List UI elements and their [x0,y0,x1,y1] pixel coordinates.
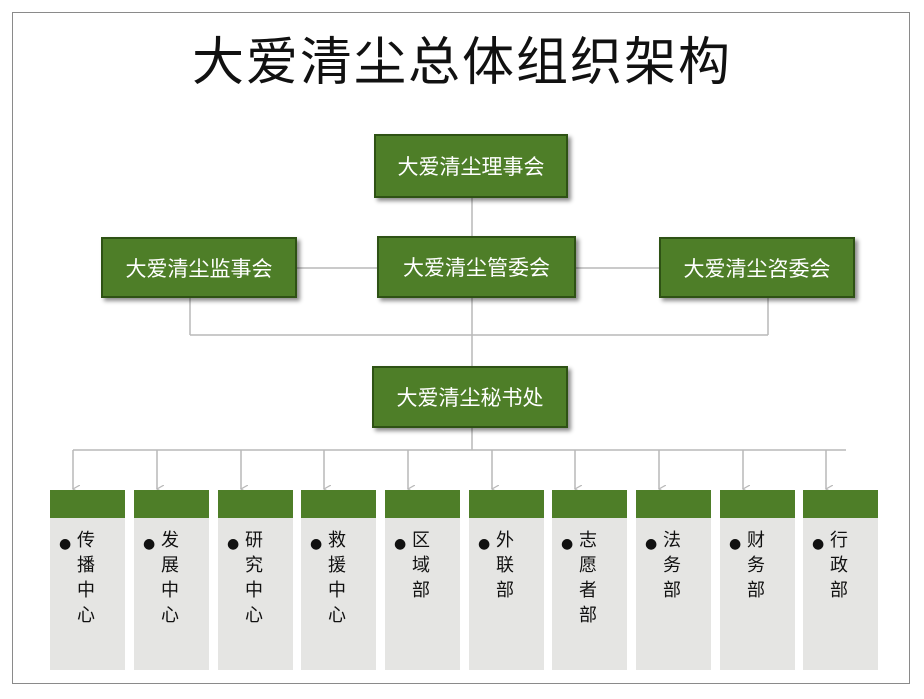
department-card-body: ● 救 援 中 心 [301,518,376,670]
department-card: ● 志 愿 者 部 [552,490,627,670]
department-card: ● 行 政 部 [803,490,878,670]
department-card-header [385,490,460,518]
advisory-box: 大爱清尘咨委会 [659,237,855,298]
supervisory-label: 大爱清尘监事会 [125,256,273,281]
department-card: ● 财 务 部 [720,490,795,670]
department-card-body: ● 研 究 中 心 [218,518,293,670]
secretariat-label: 大爱清尘秘书处 [396,386,544,410]
department-card-header [218,490,293,518]
diagram-title: 大爱清尘总体组织架构 [191,33,732,93]
bullet-icon: ● [645,536,658,552]
department-card-header [469,490,544,518]
department-card: ● 法 务 部 [636,490,711,670]
department-card-body: ● 区 域 部 [385,518,460,670]
bullet-icon: ● [812,536,825,552]
department-card-header [803,490,878,518]
slide-frame [12,12,910,684]
department-card-header [50,490,125,518]
department-label: 行 政 部 [830,530,848,601]
department-label: 外 联 部 [496,530,514,601]
department-label: 区 域 部 [412,530,430,601]
department-card: ● 外 联 部 [469,490,544,670]
department-card: ● 发 展 中 心 [134,490,209,670]
bullet-icon: ● [394,536,407,552]
council-box: 大爱清尘理事会 [374,134,568,198]
department-card-header [134,490,209,518]
bullet-icon: ● [729,536,742,552]
department-card-header [301,490,376,518]
supervisory-box: 大爱清尘监事会 [101,237,297,298]
secretariat-box: 大爱清尘秘书处 [372,366,568,428]
department-label: 财 务 部 [747,530,765,601]
council-label: 大爱清尘理事会 [397,155,545,179]
department-label: 研 究 中 心 [245,530,263,626]
department-card-body: ● 发 展 中 心 [134,518,209,670]
advisory-label: 大爱清尘咨委会 [683,256,831,281]
department-card: ● 救 援 中 心 [301,490,376,670]
department-card-header [636,490,711,518]
bullet-icon: ● [143,536,156,552]
bullet-icon: ● [227,536,240,552]
department-card: ● 传 播 中 心 [50,490,125,670]
bullet-icon: ● [310,536,323,552]
department-card-header [720,490,795,518]
bullet-icon: ● [59,536,72,552]
department-label: 传 播 中 心 [77,530,95,626]
department-label: 法 务 部 [663,530,681,601]
department-card: ● 区 域 部 [385,490,460,670]
department-card: ● 研 究 中 心 [218,490,293,670]
department-card-header [552,490,627,518]
department-label: 发 展 中 心 [161,530,179,626]
department-card-body: ● 志 愿 者 部 [552,518,627,670]
bullet-icon: ● [561,536,574,552]
bullet-icon: ● [478,536,491,552]
department-label: 救 援 中 心 [328,530,346,626]
department-label: 志 愿 者 部 [579,530,597,626]
department-card-body: ● 传 播 中 心 [50,518,125,670]
department-card-body: ● 行 政 部 [803,518,878,670]
department-card-body: ● 外 联 部 [469,518,544,670]
department-card-body: ● 财 务 部 [720,518,795,670]
department-card-body: ● 法 务 部 [636,518,711,670]
management-box: 大爱清尘管委会 [377,236,576,298]
management-label: 大爱清尘管委会 [403,256,550,280]
